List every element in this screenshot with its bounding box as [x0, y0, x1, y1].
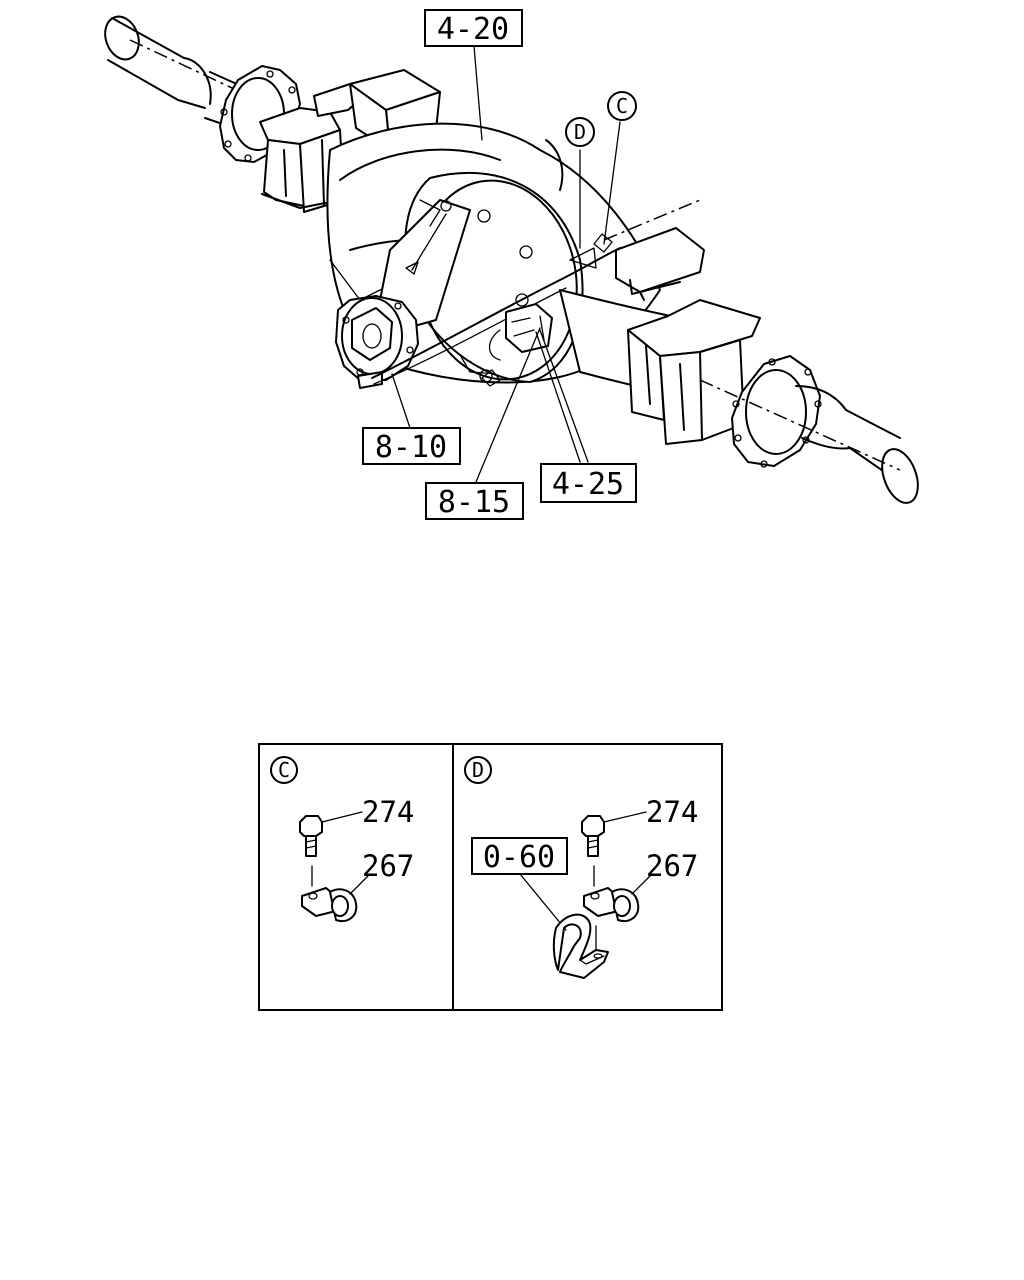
detail-panel-d: D 0-60 274 [464, 756, 698, 979]
panel-c-marker-label: C [278, 758, 290, 782]
detail-marker-d[interactable]: D [565, 117, 595, 147]
callout-8-15[interactable]: 8-15 [425, 482, 524, 520]
clamp-icon [583, 865, 640, 922]
callout-0-60-label: 0-60 [483, 840, 555, 875]
callout-4-20-label: 4-20 [437, 12, 509, 47]
right-spring-seat [559, 199, 761, 445]
detail-marker-c-label: C [616, 94, 628, 118]
left-axle-shaft [104, 15, 301, 135]
bolt-icon [299, 815, 323, 857]
right-hub-flange [731, 355, 822, 468]
clamp-icon [301, 865, 358, 922]
detail-marker-d-label: D [574, 120, 586, 144]
detail-panels: C 274 267 D [258, 743, 723, 1011]
bracket-icon [552, 913, 609, 979]
detail-panel-c: C 274 267 [270, 756, 414, 922]
callout-8-10-label: 8-10 [375, 430, 447, 465]
panel-d-clamp-part-number: 267 [646, 849, 698, 883]
panel-c-clamp-part-number: 267 [362, 849, 414, 883]
detail-marker-c[interactable]: C [607, 91, 637, 121]
bolt-icon [581, 815, 605, 857]
panel-d-bolt-part-number: 274 [646, 795, 698, 829]
callout-8-10[interactable]: 8-10 [362, 427, 461, 465]
callout-4-25-label: 4-25 [552, 467, 624, 502]
panel-c-marker: C [270, 756, 298, 784]
panel-d-marker-label: D [472, 758, 484, 782]
callout-8-15-label: 8-15 [438, 485, 510, 520]
rear-axle-assembly [104, 15, 919, 504]
callout-0-60[interactable]: 0-60 [471, 837, 568, 875]
panel-d-marker: D [464, 756, 492, 784]
sensor-harness [371, 233, 621, 387]
panel-c-bolt-part-number: 274 [362, 795, 414, 829]
companion-flange [335, 295, 419, 389]
callout-4-20[interactable]: 4-20 [424, 9, 523, 47]
callout-leaders [391, 45, 621, 483]
right-axle-shaft [699, 379, 919, 504]
callout-4-25[interactable]: 4-25 [540, 463, 637, 503]
